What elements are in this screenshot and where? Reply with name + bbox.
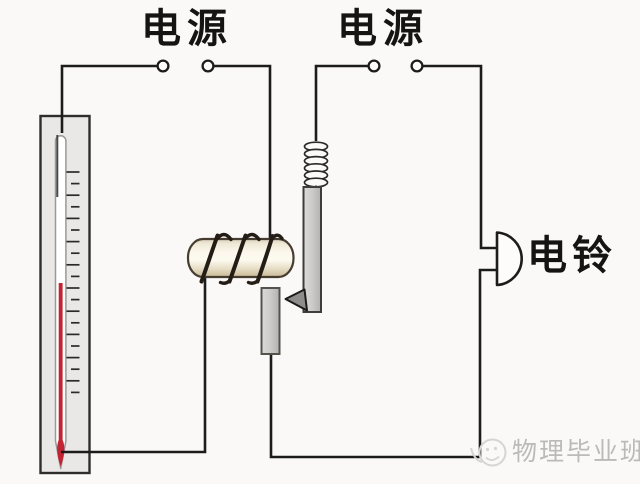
wire-coil-to-thermometer [61,277,207,454]
wire-left-source-to-thermometer [60,64,163,133]
electric-bell-label: 电铃 [527,232,617,279]
wire-left-source-to-coil [208,64,272,240]
terminal-left-source-b [201,59,215,73]
spring [303,141,329,188]
contact-thermometer [39,114,91,475]
wire-right-source-to-spring [314,64,374,141]
thermometer-scale [66,171,80,394]
power-source-label-right: 电源 [337,5,429,52]
watermark-text: 物理毕业班 [512,437,640,466]
power-source-label-left: 电源 [141,5,233,52]
wire-right-source-to-bell [417,64,497,250]
contact-post [260,287,281,355]
mercury-column [57,283,65,467]
electromagnet-coil [186,232,295,285]
terminal-right-source-a [367,59,381,73]
coil-windings [199,232,284,285]
armature-bar [302,186,322,313]
circuit-wires [60,64,497,459]
bell-icon [495,231,523,287]
terminal-right-source-b [410,59,424,73]
power-terminals [156,59,424,73]
watermark-logo-icon [470,438,507,467]
contact-tip-triangle [284,288,308,312]
terminal-left-source-a [156,59,170,73]
